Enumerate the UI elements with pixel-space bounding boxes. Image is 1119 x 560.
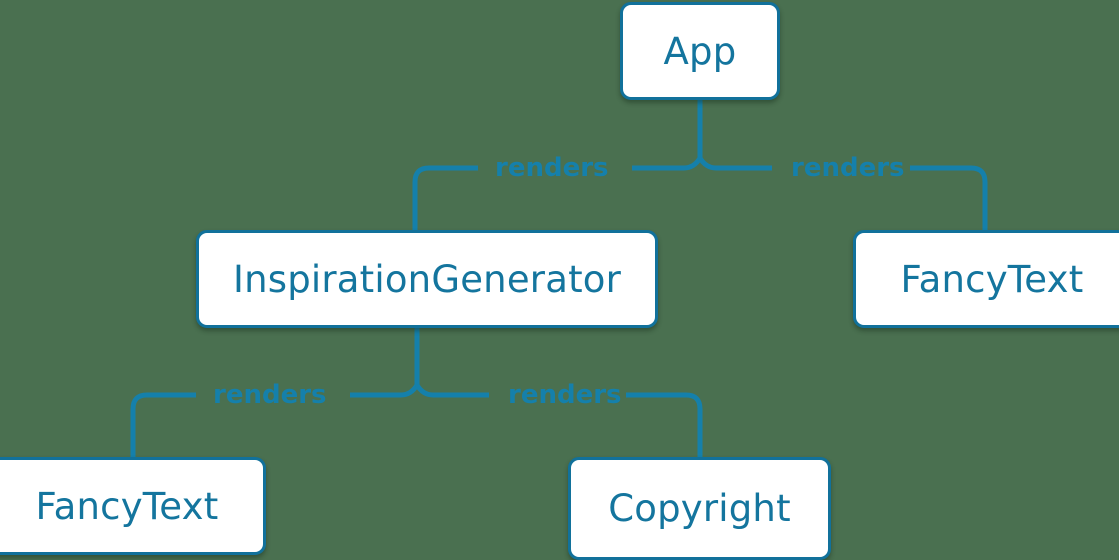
edge-label-app-to-fancy-text-right: renders xyxy=(791,153,905,183)
node-fancy-text-left-label: FancyText xyxy=(35,484,219,528)
node-fancy-text-left[interactable]: FancyText xyxy=(0,457,266,555)
node-copyright-label: Copyright xyxy=(608,487,791,530)
edge-inspiration-to-fancytext-bus-inner xyxy=(350,383,420,398)
node-copyright[interactable]: Copyright xyxy=(568,457,831,560)
edge-label-inspiration-generator-to-copyright: renders xyxy=(508,380,622,410)
edge-app-to-fancytext-bus-inner xyxy=(697,156,772,171)
node-inspiration-generator[interactable]: InspirationGenerator xyxy=(196,230,658,328)
edge-label-inspiration-generator-to-fancy-text-left: renders xyxy=(213,380,327,410)
edge-inspiration-to-copyright-bus-inner xyxy=(414,383,489,398)
edge-inspiration-to-fancytext-bus-outer xyxy=(130,392,196,457)
edge-app-to-inspiration-bus-inner xyxy=(632,156,703,171)
node-app-label: App xyxy=(663,29,737,73)
node-app[interactable]: App xyxy=(620,2,780,100)
edge-inspiration-to-copyright-bus-outer xyxy=(626,392,703,457)
node-fancy-text-right[interactable]: FancyText xyxy=(853,230,1119,328)
edge-app-to-inspiration-bus-outer xyxy=(412,165,478,230)
node-inspiration-generator-label: InspirationGenerator xyxy=(232,257,622,301)
edge-app-to-fancytext-bus-outer xyxy=(910,165,988,230)
node-fancy-text-right-label: FancyText xyxy=(900,257,1084,301)
edge-label-app-to-inspiration-generator: renders xyxy=(495,153,609,183)
